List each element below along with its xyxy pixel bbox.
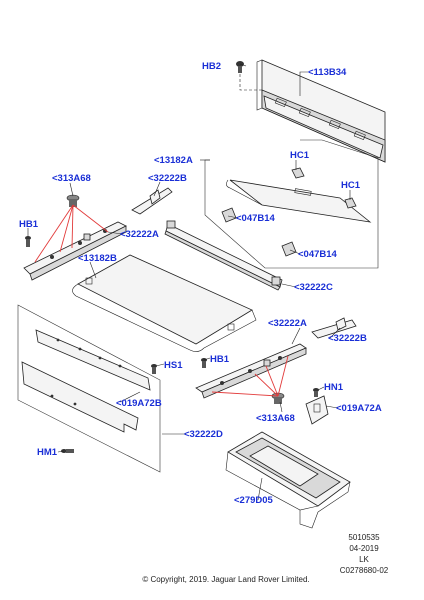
- floor-panel-13182b: [72, 254, 257, 352]
- bolt-hn1: [313, 388, 319, 397]
- callout-labels: HB2 <113B34 <13182A HC1 HC1 <313A68 <322…: [19, 61, 382, 506]
- callout-32222a-right: <32222A: [268, 318, 307, 329]
- highlight-lines-top: [34, 204, 109, 263]
- callout-32222b-right: <32222B: [328, 333, 367, 344]
- callout-hc1-right: HC1: [341, 180, 361, 191]
- callout-13182b: <13182B: [78, 253, 117, 264]
- luggage-cover-panel: [256, 59, 386, 163]
- drawing-metadata: 5010535 04-2019 LK C0278680-02 © Copyrig…: [142, 533, 388, 584]
- callout-hn1: HN1: [324, 382, 344, 393]
- bracket-32222b-top: [131, 187, 173, 215]
- callout-hs1: HS1: [164, 360, 183, 371]
- callout-113b34: <113B34: [308, 67, 347, 78]
- copyright-notice: © Copyright, 2019. Jaguar Land Rover Lim…: [142, 575, 309, 584]
- rail-bracket-left: [23, 221, 127, 281]
- callout-279d05: <279D05: [234, 495, 274, 506]
- callout-32222d: <32222D: [184, 429, 223, 440]
- callout-hb1-mid: HB1: [210, 354, 230, 365]
- callout-32222c: <32222C: [294, 282, 333, 293]
- bolt-hs1: [151, 364, 157, 374]
- ref-number: 5010535: [348, 533, 380, 542]
- drawing-date: 04-2019: [349, 544, 379, 553]
- callout-32222b-top: <32222B: [148, 173, 187, 184]
- rail-32222c: [164, 220, 283, 291]
- callout-047b14-bottom: <047B14: [298, 249, 338, 260]
- callout-313a68-bottom: <313A68: [256, 413, 295, 424]
- highlight-lines-bottom: [211, 355, 289, 397]
- callout-019a72a: <019A72A: [336, 403, 382, 414]
- callout-32222a-left: <32222A: [120, 229, 159, 240]
- bolt-hm1: [61, 449, 74, 453]
- bracket-019a72a: [305, 395, 329, 425]
- bracket-32222b-right: [311, 317, 357, 339]
- callout-hc1-top: HC1: [290, 150, 310, 161]
- callout-047b14-top: <047B14: [236, 213, 276, 224]
- panel-32222d-box: [17, 304, 161, 473]
- callout-13182a: <13182A: [154, 155, 193, 166]
- leader-lines: [27, 63, 351, 501]
- callout-hm1: HM1: [37, 447, 58, 458]
- author-initials: LK: [359, 555, 369, 564]
- panel-13182a-box: [204, 139, 379, 269]
- bolt-hb2: [236, 61, 264, 91]
- callout-019a72b: <019A72B: [116, 398, 162, 409]
- rail-bracket-right: [195, 343, 307, 399]
- callout-313a68-top: <313A68: [52, 173, 91, 184]
- storage-tray-279d05: [225, 431, 351, 529]
- callout-hb2: HB2: [202, 61, 221, 72]
- callout-hb1-left: HB1: [19, 219, 39, 230]
- drawing-code: C0278680-02: [340, 566, 389, 575]
- bolt-hb1-left: [25, 236, 31, 247]
